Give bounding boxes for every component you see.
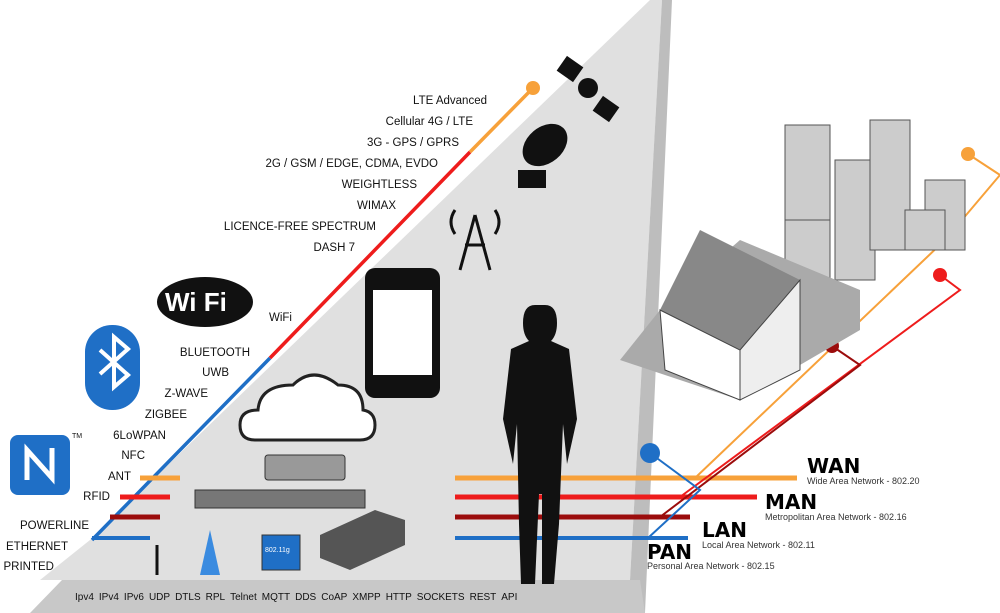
router-icon — [320, 510, 405, 570]
protocol: CoAP — [321, 592, 348, 603]
network-wan-desc: Wide Area Network - 802.20 — [807, 476, 920, 486]
tech-label: 3G - GPS / GPRS — [366, 137, 459, 149]
tech-label: Z-WAVE — [164, 388, 208, 400]
protocol: DTLS — [175, 592, 201, 603]
satellite-icon — [556, 55, 620, 123]
satellite-dish-icon — [518, 123, 568, 188]
businessman-icon — [503, 305, 577, 584]
protocol-strip — [30, 580, 645, 613]
tech-label: ETHERNET — [6, 541, 68, 553]
tech-label: WEIGHTLESS — [341, 179, 417, 191]
tech-label: ANT — [108, 471, 131, 483]
tech-label: LTE Advanced — [413, 95, 487, 107]
spectrum-wedge — [40, 0, 662, 580]
hub-icon — [264, 454, 346, 481]
protocol: HTTP — [385, 592, 412, 603]
network-lan-title: LAN — [702, 518, 747, 542]
network-lan-desc: Local Area Network - 802.11 — [702, 540, 815, 550]
chip-label: 802.11g — [265, 547, 290, 554]
wifi-antenna-icon — [200, 530, 220, 575]
tech-label: WIMAX — [357, 200, 396, 212]
network-wan-title: WAN — [807, 454, 861, 478]
network-man-desc: Metropolitan Area Network - 802.16 — [765, 512, 907, 522]
tech-label: PRINTED — [3, 561, 54, 573]
protocol-list: Ipv4 IPv4 IPv6 UDP DTLS RPL Telnet MQTT DDS CoAP X… — [75, 592, 517, 603]
protocol: Ipv4 — [75, 592, 94, 603]
protocol: API — [501, 592, 518, 603]
protocol: IPv6 — [123, 592, 144, 603]
protocol: Telnet — [230, 592, 257, 603]
tech-label: 2G / GSM / EDGE, CDMA, EVDO — [265, 158, 438, 170]
protocol: UDP — [148, 592, 171, 603]
cell-tower-icon — [449, 209, 501, 271]
house-icon — [620, 230, 860, 401]
protocol: XMPP — [352, 592, 381, 603]
tech-label: WiFi — [269, 312, 292, 324]
office-buildings-icon — [784, 119, 966, 281]
protocol: RPL — [205, 592, 226, 603]
wifi-logo — [157, 277, 253, 327]
protocol: DDS — [295, 592, 317, 603]
tech-label: ZIGBEE — [144, 409, 187, 421]
tech-label: RFID — [83, 491, 110, 503]
nfc-trademark: TM — [72, 433, 83, 440]
spectrum-wedge-dark — [620, 0, 672, 613]
tech-label: POWERLINE — [19, 520, 89, 532]
tech-label: 6LoWPAN — [113, 430, 166, 442]
protocol: IPv4 — [98, 592, 119, 603]
protocol: REST — [469, 592, 497, 603]
network-pan-title: PAN — [647, 540, 693, 564]
protocol: MQTT — [261, 592, 291, 603]
wifi-logo-text: Wi Fi — [165, 287, 227, 317]
wifi-chip-icon — [261, 534, 301, 571]
cloud-icon — [238, 373, 377, 442]
tech-label: DASH 7 — [313, 242, 355, 254]
protocol: SOCKETS — [416, 592, 465, 603]
network-man-title: MAN — [765, 490, 818, 514]
tech-label: UWB — [202, 367, 229, 379]
tech-label: NFC — [121, 450, 145, 462]
network-pan-desc: Personal Area Network - 802.15 — [647, 561, 775, 571]
tech-label: Cellular 4G / LTE — [385, 116, 473, 128]
tech-label: BLUETOOTH — [179, 347, 250, 359]
tech-label: LICENCE-FREE SPECTRUM — [223, 221, 376, 233]
spectrum-end-dot — [526, 81, 540, 95]
network-switch-icon — [194, 489, 366, 509]
